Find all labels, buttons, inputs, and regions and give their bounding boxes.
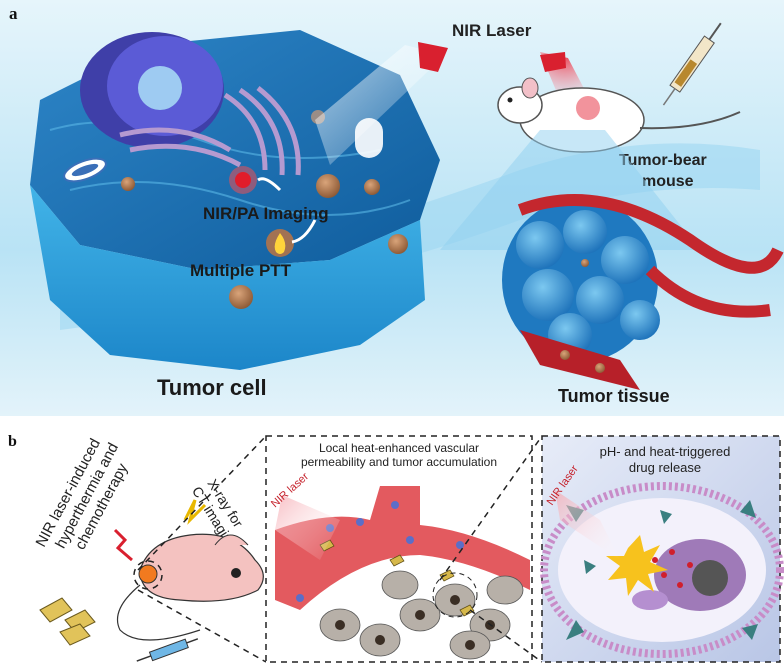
golgi-icon: [119, 86, 301, 176]
panel-a-label: a: [9, 4, 18, 23]
box2-title-line-1: pH- and heat-triggered: [600, 444, 731, 459]
nucleus-icon: [80, 32, 224, 148]
zoom-lines: [133, 435, 267, 663]
laser-bolt-icon: [113, 528, 133, 562]
syringe-icon: [136, 638, 199, 662]
imaging-label: NIR/PA Imaging: [203, 204, 329, 223]
fire-icon: [266, 229, 294, 257]
nanosheets-icon: [39, 597, 96, 646]
tumor-tissue-illustration: [440, 130, 784, 390]
mitochondrion-icon: [63, 157, 107, 183]
cell-side: [30, 185, 425, 370]
panel-a: a: [0, 0, 784, 416]
tumor-cell-illustration: [30, 30, 440, 370]
panel-b-label: b: [8, 433, 17, 450]
box1-title-line-1: Local heat-enhanced vascular: [319, 441, 479, 455]
syringe-icon: [662, 22, 722, 106]
vascular-permeability-box: Local heat-enhanced vascular permeabilit…: [265, 435, 533, 663]
tumor-bear-label-1: Tumor-bear: [619, 152, 707, 169]
nir-laser-label: NIR Laser: [452, 21, 532, 40]
drug-release-box: pH- and heat-triggered drug release NIR …: [540, 435, 784, 663]
tumor-tissue-label: Tumor tissue: [558, 386, 670, 406]
nanoparticles: [121, 110, 408, 309]
xray-bolt-icon: [183, 499, 207, 525]
tumor-bear-label-2: mouse: [642, 173, 694, 190]
heat-burst-icon: [606, 535, 668, 596]
arrow-icon: [257, 177, 282, 192]
box2-title-line-2: drug release: [629, 460, 701, 475]
zoom-lines-2: [439, 435, 543, 663]
left-caption: NIR laser-induced hyperthermia and chemo…: [33, 436, 132, 553]
zoom-circle: [432, 572, 478, 618]
mouse-icon: [113, 499, 264, 641]
box1-title-line-2: permeability and tumor accumulation: [301, 455, 497, 469]
panel-b: b NIR laser-induced hyperthermia and che…: [8, 433, 784, 663]
tumor-cell-label: Tumor cell: [157, 375, 267, 400]
ptt-label: Multiple PTT: [190, 261, 292, 280]
arrow-icon: [291, 219, 317, 244]
